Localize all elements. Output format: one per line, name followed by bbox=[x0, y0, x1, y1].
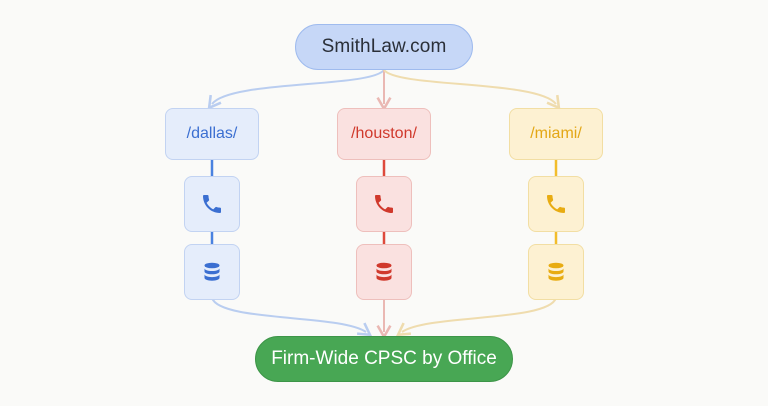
office-path-label: /dallas/ bbox=[186, 125, 238, 142]
office-path-label: /houston/ bbox=[351, 125, 417, 142]
root-node[interactable]: SmithLaw.com bbox=[295, 24, 473, 70]
edge-miami-sink bbox=[395, 297, 557, 337]
edge-dallas-sink bbox=[211, 297, 373, 337]
phone-node-dallas[interactable] bbox=[184, 176, 240, 232]
database-icon bbox=[204, 262, 220, 281]
edge-root-dallas bbox=[207, 69, 385, 110]
database-node-miami[interactable] bbox=[528, 244, 584, 300]
database-icon bbox=[548, 262, 564, 281]
sink-node-label: Firm-Wide CPSC by Office bbox=[271, 348, 497, 369]
phone-icon bbox=[375, 195, 393, 213]
office-path-houston[interactable]: /houston/ bbox=[337, 108, 431, 160]
root-node-label: SmithLaw.com bbox=[321, 36, 447, 57]
database-node-dallas[interactable] bbox=[184, 244, 240, 300]
office-path-miami[interactable]: /miami/ bbox=[509, 108, 603, 160]
phone-node-miami[interactable] bbox=[528, 176, 584, 232]
sink-node[interactable]: Firm-Wide CPSC by Office bbox=[255, 336, 513, 382]
phone-node-houston[interactable] bbox=[356, 176, 412, 232]
database-node-houston[interactable] bbox=[356, 244, 412, 300]
office-path-dallas[interactable]: /dallas/ bbox=[165, 108, 259, 160]
phone-icon bbox=[203, 195, 221, 213]
database-icon bbox=[376, 262, 392, 281]
phone-icon bbox=[547, 195, 565, 213]
office-path-label: /miami/ bbox=[530, 125, 582, 142]
edge-root-miami bbox=[383, 69, 561, 110]
